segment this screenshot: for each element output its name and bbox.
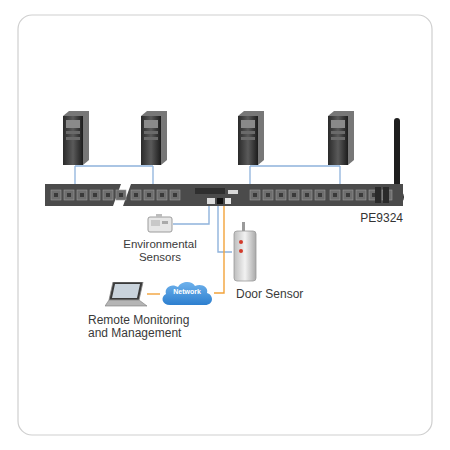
server-tower (141, 111, 167, 165)
shape (45, 184, 403, 206)
connector (147, 293, 160, 294)
door-sensor-node: Door Sensor (232, 222, 258, 282)
connector (173, 206, 209, 224)
laptop-node: Remote Monitoring and Management (105, 282, 147, 308)
label-text: PE9324 (325, 212, 403, 225)
sensor-node: Environmental Sensors (147, 214, 173, 233)
server-tower (328, 111, 354, 165)
shape (232, 222, 258, 282)
network-cloud: Network (160, 280, 214, 306)
server-tower (63, 111, 89, 165)
frame (18, 15, 432, 435)
server-wires (75, 166, 340, 184)
label-text: Remote Monitoring and Management (88, 314, 206, 340)
label-text: Network (160, 288, 214, 296)
server-tower (238, 111, 264, 165)
label-text: Environmental Sensors (109, 238, 211, 264)
connector (218, 206, 232, 252)
pdu-node: PE9324 (45, 184, 403, 206)
label-text: Door Sensor (236, 288, 326, 301)
shape (105, 282, 147, 308)
connector (214, 206, 224, 293)
servers (63, 111, 354, 165)
shape (147, 214, 173, 233)
